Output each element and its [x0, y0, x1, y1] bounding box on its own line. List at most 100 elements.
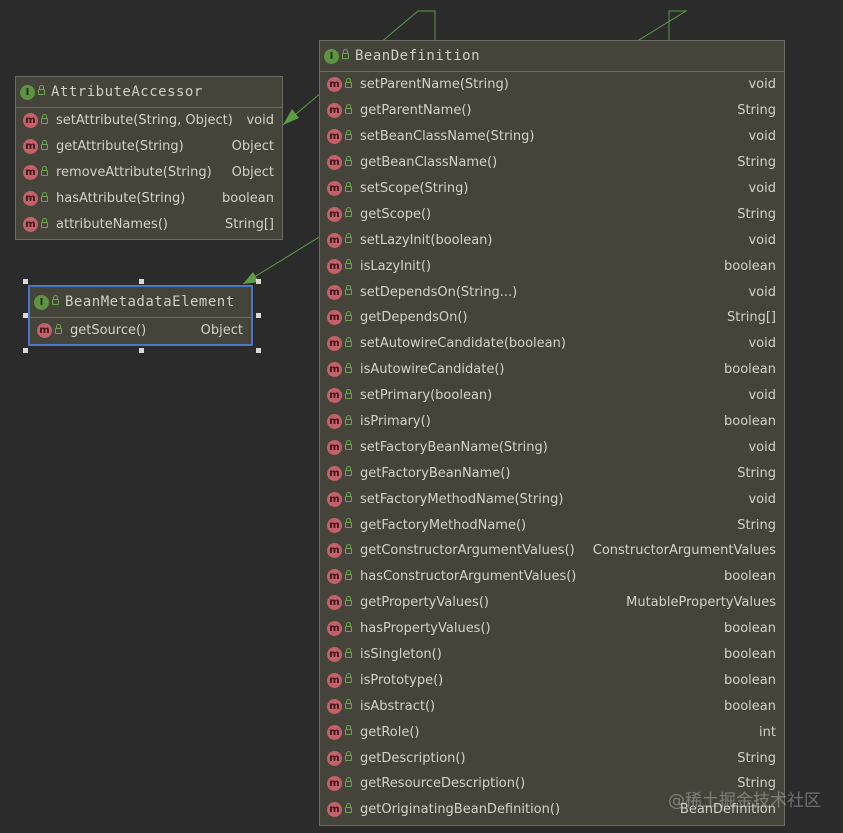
method-return-type: String [737, 465, 776, 481]
method-name: hasConstructorArgumentValues() [360, 569, 577, 585]
method-name: isPrototype() [360, 672, 444, 688]
method-name: getResourceDescription() [360, 776, 526, 792]
public-lock-icon [41, 113, 48, 124]
method-return-type: String[] [225, 217, 274, 232]
method-icon: m [327, 595, 342, 611]
method-name: setFactoryBeanName(String) [360, 439, 548, 455]
method-icon: m [327, 465, 342, 481]
method-return-type: MutablePropertyValues [626, 595, 776, 611]
selection-handle[interactable] [139, 348, 144, 353]
method-return-type: void [748, 439, 776, 455]
method-icon: m [327, 543, 342, 559]
method-return-type: boolean [724, 414, 776, 430]
method-return-type: void [748, 491, 776, 507]
method-icon: m [327, 647, 342, 663]
public-lock-icon [345, 776, 352, 787]
method-name: setPrimary(boolean) [360, 388, 493, 404]
method-name: setScope(String) [360, 181, 469, 196]
selection-handle[interactable] [23, 348, 28, 353]
selection-handle[interactable] [256, 279, 261, 284]
selection-handle[interactable] [23, 313, 28, 318]
method-name: hasPropertyValues() [360, 621, 491, 637]
method-icon: m [327, 336, 342, 352]
method-icon: m [327, 258, 342, 274]
method-icon: m [23, 139, 38, 155]
method-name: getParentName() [360, 103, 472, 119]
method-icon: m [327, 776, 342, 792]
method-name: setAutowireCandidate(boolean) [360, 336, 566, 352]
method-return-type: boolean [724, 698, 776, 714]
interface-header: I BeanMetadataElement [30, 287, 251, 318]
public-lock-icon [345, 466, 352, 477]
public-lock-icon [345, 802, 352, 813]
interface-header: I AttributeAccessor [16, 77, 282, 108]
selection-handle[interactable] [23, 279, 28, 284]
selection-handle[interactable] [256, 348, 261, 353]
public-lock-icon [55, 323, 62, 334]
method-icon: m [327, 232, 342, 248]
method-name: getAttribute(String) [56, 139, 184, 155]
public-lock-icon [345, 751, 352, 762]
method-return-type: void [748, 284, 776, 300]
method-name: getFactoryMethodName() [360, 517, 527, 533]
public-lock-icon [345, 336, 352, 347]
method-return-type: ConstructorArgumentValues [592, 543, 776, 559]
public-lock-icon [345, 103, 352, 114]
public-lock-icon [345, 725, 352, 736]
method-icon: m [23, 191, 38, 207]
method-name: getFactoryBeanName() [360, 465, 511, 481]
method-icon: m [327, 129, 342, 145]
method-icon: m [327, 698, 342, 714]
method-name: isSingleton() [360, 647, 442, 663]
public-lock-icon [345, 388, 352, 399]
selection-handle[interactable] [256, 313, 261, 318]
method-row[interactable]: m getFactoryBeanName() String [320, 460, 784, 486]
method-return-type: void [748, 129, 776, 145]
public-lock-icon [345, 233, 352, 244]
selection-handle[interactable] [139, 279, 144, 284]
interface-title: BeanMetadataElement [65, 294, 235, 310]
method-icon: m [327, 310, 342, 326]
public-lock-icon [345, 440, 352, 451]
interface-header: I BeanDefinition [320, 41, 784, 72]
method-name: getRole() [360, 724, 420, 740]
method-icon: m [327, 103, 342, 119]
